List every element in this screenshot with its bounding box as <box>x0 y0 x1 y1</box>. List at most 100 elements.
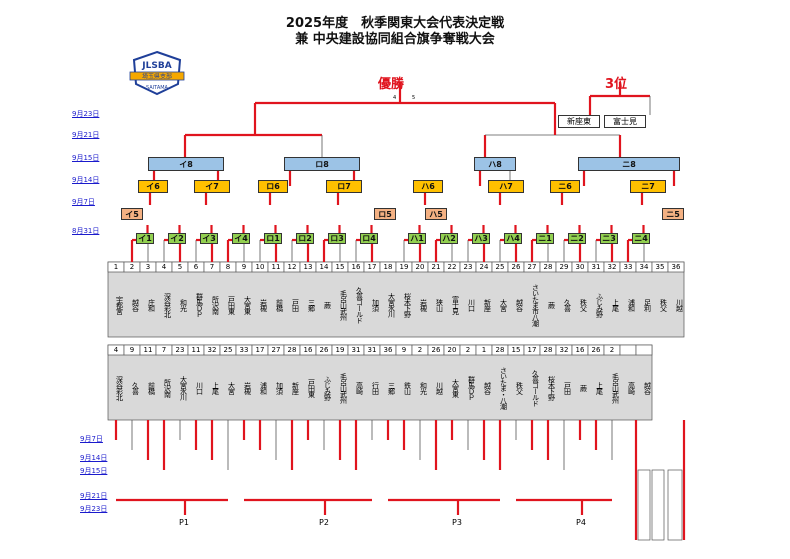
third-place-label: 3位 <box>605 77 628 92</box>
upper-seed-number: 12 <box>287 263 297 271</box>
upper-seed-number: 5 <box>177 263 183 271</box>
first-round-box: ニ3 <box>600 233 618 244</box>
lower-grid <box>107 344 653 421</box>
upper-team-name: 蕨 <box>323 302 332 308</box>
round-date: 8月31日 <box>72 227 100 235</box>
upper-seed-number: 27 <box>527 263 537 271</box>
upper-seed-number: 20 <box>415 263 425 271</box>
pool-label: P1 <box>179 518 189 527</box>
first-round-box: ニ1 <box>536 233 554 244</box>
block-box: ニ8 <box>578 157 680 171</box>
lower-seed-number: 15 <box>511 346 521 354</box>
logo-subtext: SAITAMA <box>146 85 169 91</box>
upper-seed-number: 16 <box>351 263 361 271</box>
lower-seed-number: 17 <box>527 346 537 354</box>
champion-label: 優勝 <box>378 77 405 92</box>
upper-seed-number: 33 <box>623 263 633 271</box>
round-date: 9月7日 <box>72 198 95 206</box>
league-logo: JLSBA 埼玉県支部 SAITAMA <box>129 50 185 96</box>
pool-label: P2 <box>319 518 329 527</box>
lower-seed-number: 20 <box>447 346 457 354</box>
upper-team-name: さいたま市八潮 <box>531 284 540 326</box>
lower-seed-number: 7 <box>161 346 167 354</box>
lower-team-name: 大宮 <box>227 382 236 394</box>
upper-seed-number: 34 <box>639 263 649 271</box>
upper-seed-number: 2 <box>129 263 135 271</box>
first-round-box: ハ4 <box>504 233 522 244</box>
lower-team-name: 越谷 <box>643 382 652 394</box>
lower-team-name: 久喜 <box>131 382 140 394</box>
upper-team-name: 大宮東 <box>243 296 252 314</box>
lower-seed-number: 16 <box>303 346 313 354</box>
lower-seed-number: 19 <box>335 346 345 354</box>
lower-seed-number: 28 <box>495 346 505 354</box>
pool-date: 9月7日 <box>80 435 103 443</box>
upper-seed-number: 30 <box>575 263 585 271</box>
pool-box <box>637 469 651 541</box>
third-place-right: 富士見 <box>604 115 646 128</box>
upper-seed-number: 10 <box>255 263 265 271</box>
lower-team-name: 川口 <box>195 382 204 394</box>
block-box: ロ8 <box>284 157 360 171</box>
upper-seed-number: 31 <box>591 263 601 271</box>
lower-team-name: 深谷彩北 <box>115 376 124 400</box>
upper-team-name: 所沢南 <box>211 296 220 314</box>
upper-team-name: 浦和 <box>627 299 636 311</box>
lower-team-name: 和光 <box>419 382 428 394</box>
upper-grid <box>107 261 685 338</box>
lower-seed-number: 32 <box>207 346 217 354</box>
lower-team-name: ふじみ野 <box>323 376 332 400</box>
round-date: 9月21日 <box>72 131 100 139</box>
quarter-box: ハ6 <box>413 180 443 193</box>
upper-team-name: 秩父 <box>659 299 668 311</box>
round-date: 9月23日 <box>72 110 100 118</box>
lower-team-name: 三郷 <box>387 382 396 394</box>
lower-seed-number: 28 <box>287 346 297 354</box>
prelim-box: イ5 <box>121 208 143 220</box>
upper-team-name: 加須 <box>371 299 380 311</box>
upper-team-name: 深谷彩北 <box>163 293 172 317</box>
upper-seed-number: 26 <box>511 263 521 271</box>
quarter-box: ニ7 <box>630 180 666 193</box>
pool-box <box>667 469 683 541</box>
upper-seed-number: 35 <box>655 263 665 271</box>
final-score-right: 5 <box>412 95 416 101</box>
upper-team-name: 上尾 <box>611 299 620 311</box>
upper-seed-number: 29 <box>559 263 569 271</box>
first-round-box: ニ2 <box>568 233 586 244</box>
lower-seed-number: 26 <box>319 346 329 354</box>
lower-seed-number: 2 <box>609 346 615 354</box>
upper-seed-number: 18 <box>383 263 393 271</box>
upper-team-name: 富士見 <box>451 296 460 314</box>
upper-team-name: 三郷 <box>307 299 316 311</box>
lower-team-name: 岩槻 <box>243 382 252 394</box>
upper-team-name: 川越 <box>675 299 684 311</box>
first-round-box: ロ4 <box>360 233 378 244</box>
first-round-box: ハ1 <box>408 233 426 244</box>
prelim-box: ニ5 <box>662 208 684 220</box>
upper-seed-number: 7 <box>209 263 215 271</box>
first-round-box: ニ4 <box>632 233 650 244</box>
block-box: ハ8 <box>474 157 516 171</box>
upper-seed-number: 9 <box>241 263 247 271</box>
upper-team-name: 戸田東 <box>227 296 236 314</box>
page-title: 2025年度 秋季関東大会代表決定戦 <box>285 16 505 31</box>
first-round-box: ハ2 <box>440 233 458 244</box>
lower-team-name: 鉄山 <box>403 382 412 394</box>
upper-team-name: 毛呂山武州 <box>339 290 348 320</box>
upper-team-name: 前橋 <box>275 299 284 311</box>
upper-team-name: 和光 <box>179 299 188 311</box>
lower-team-name: 新座 <box>291 382 300 394</box>
lower-team-name: 上尾 <box>211 382 220 394</box>
lower-team-name: 毛呂山武州 <box>339 373 348 403</box>
upper-team-name: 蕨 <box>547 302 556 308</box>
lower-team-name: さいたま・八潮 <box>499 367 508 409</box>
upper-seed-number: 23 <box>463 263 473 271</box>
first-round-box: イ2 <box>168 233 186 244</box>
lower-seed-number: 2 <box>465 346 471 354</box>
first-round-box: ロ2 <box>296 233 314 244</box>
upper-seed-number: 17 <box>367 263 377 271</box>
quarter-box: ロ7 <box>326 180 362 193</box>
